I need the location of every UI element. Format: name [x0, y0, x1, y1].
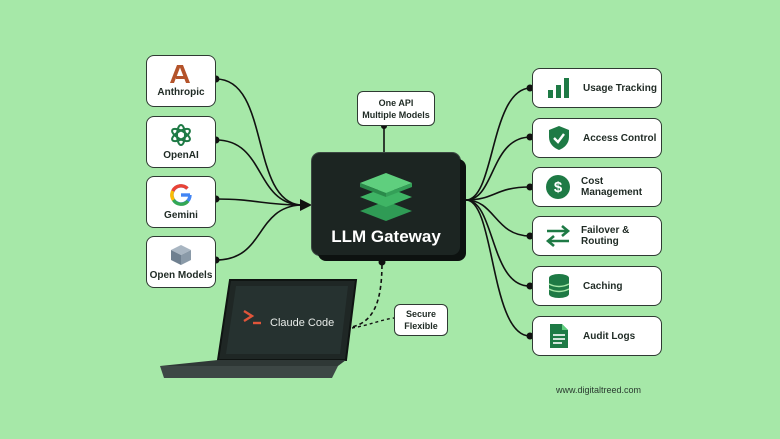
anthropic-logo-icon: [170, 65, 190, 83]
provider-card-gemini[interactable]: Gemini: [146, 176, 216, 228]
client-note-line2: Flexible: [404, 321, 438, 331]
database-icon: [545, 272, 573, 300]
provider-card-open-models[interactable]: Open Models: [146, 236, 216, 288]
terminal-prompt-icon: [243, 309, 261, 325]
capability-failover-routing[interactable]: Failover & Routing: [532, 216, 662, 256]
provider-label: Gemini: [164, 210, 198, 221]
layers-icon: [360, 173, 412, 221]
document-icon: [545, 322, 573, 350]
footer-url[interactable]: www.digitaltreed.com: [556, 385, 642, 395]
api-note-line2: Multiple Models: [362, 109, 430, 120]
llm-gateway-box[interactable]: LLM Gateway: [312, 153, 460, 255]
capability-label: Cost Management: [581, 176, 643, 198]
capability-label: Audit Logs: [583, 330, 636, 342]
bar-chart-icon: [545, 74, 573, 102]
svg-text:$: $: [554, 179, 563, 196]
gateway-title: LLM Gateway: [331, 227, 441, 246]
api-note-line1: One API: [378, 97, 414, 108]
capability-audit-logs[interactable]: Audit Logs: [532, 316, 662, 356]
provider-label: Open Models: [149, 270, 213, 281]
openai-logo-icon: [171, 124, 191, 146]
capability-usage-tracking[interactable]: Usage Tracking: [532, 68, 662, 108]
shield-check-icon: [545, 124, 573, 152]
provider-card-openai[interactable]: OpenAI: [146, 116, 216, 168]
capability-label: Access Control: [583, 132, 657, 144]
swap-arrows-icon: [545, 222, 571, 250]
provider-label: OpenAI: [163, 150, 199, 161]
cube-icon: [171, 245, 191, 265]
capability-caching[interactable]: Caching: [532, 266, 662, 306]
capability-label: Usage Tracking: [583, 82, 657, 94]
capability-label: Failover & Routing: [581, 225, 630, 247]
capability-access-control[interactable]: Access Control: [532, 118, 662, 158]
client-note: Secure Flexible: [394, 304, 448, 336]
claude-code-label[interactable]: Claude Code: [270, 317, 335, 329]
laptop-icon: [160, 279, 358, 378]
client-note-line1: Secure: [405, 309, 437, 319]
provider-card-anthropic[interactable]: Anthropic: [146, 55, 216, 107]
capability-cost-management[interactable]: $ Cost Management: [532, 167, 662, 207]
capability-label: Caching: [583, 280, 623, 292]
dollar-icon: $: [545, 173, 571, 201]
provider-label: Anthropic: [157, 87, 205, 98]
api-note: One API Multiple Models: [357, 91, 435, 126]
google-g-icon: [170, 184, 192, 206]
